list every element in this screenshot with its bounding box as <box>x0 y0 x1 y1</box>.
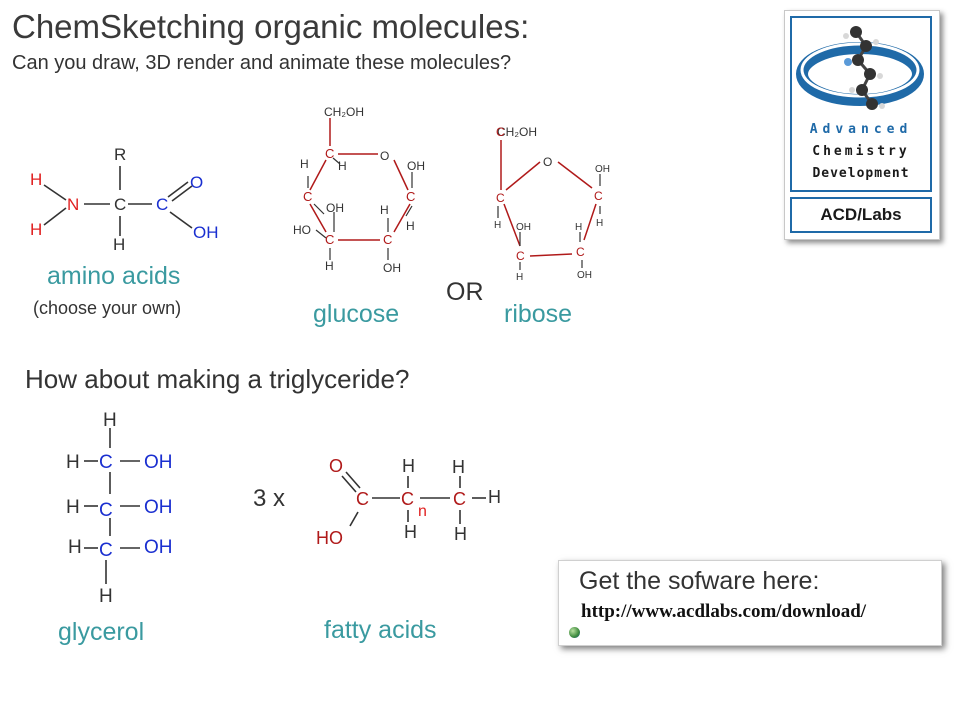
caption-choose-your-own: (choose your own) <box>33 298 182 318</box>
ribose-h3: H <box>575 222 582 233</box>
caption-glucose: glucose <box>313 300 400 328</box>
glucose-structure: CH₂OH O H H OH OH H H HO H OH C C C C C <box>293 105 425 275</box>
amino-acid-structure <box>43 166 193 236</box>
glycerol-oh2: OH <box>144 497 173 518</box>
globe-icon <box>569 627 580 638</box>
logo-acd-labs-text: ACD/Labs <box>820 205 902 224</box>
amino-oh: OH <box>193 223 219 242</box>
glycerol-h-bottom: H <box>99 586 113 607</box>
page-title: ChemSketching organic molecules: <box>12 8 530 45</box>
fatty-ho: HO <box>316 528 343 548</box>
fatty-h4: H <box>488 487 501 507</box>
ribose-ch2oh: CH₂OH <box>497 125 537 139</box>
logo-word-chemistry: Chemistry <box>812 144 910 159</box>
glucose-h5: H <box>325 259 334 273</box>
fatty-h2: H <box>404 522 417 542</box>
caption-three-times: 3 x <box>253 485 286 512</box>
glucose-oh1: OH <box>407 159 425 173</box>
fatty-acid-structure: O HO C H C n H H C H H <box>316 456 501 548</box>
glycerol-c1: C <box>99 452 113 473</box>
glycerol-oh3: OH <box>144 537 173 558</box>
logo-word-development: Development <box>812 166 910 181</box>
triglyceride-question: How about making a triglyceride? <box>25 364 410 394</box>
glucose-c4: C <box>325 232 334 247</box>
glycerol-h2: H <box>66 497 80 518</box>
glucose-h4: H <box>406 219 415 233</box>
glycerol-h-top: H <box>103 410 117 431</box>
ribose-oh3: OH <box>577 270 592 281</box>
ribose-c2: C <box>594 189 603 203</box>
amino-c1: C <box>114 195 126 214</box>
glucose-oh2: OH <box>326 201 344 215</box>
amino-c2: C <box>156 195 168 214</box>
ribose-c3: C <box>516 249 525 263</box>
download-title: Get the sofware here: <box>579 567 820 595</box>
acd-labs-logo[interactable]: Advanced Chemistry Development ACD/Labs <box>784 10 940 240</box>
molecule-ring-logo-icon <box>796 26 924 110</box>
glucose-h2: H <box>338 159 347 173</box>
glycerol-h3: H <box>68 537 82 558</box>
glucose-c2: C <box>303 189 312 204</box>
fatty-c2: C <box>401 489 414 509</box>
fatty-o: O <box>329 456 343 476</box>
ribose-h2: H <box>494 220 501 231</box>
ribose-h1: H <box>596 218 603 229</box>
ribose-o: O <box>543 155 552 169</box>
fatty-h1: H <box>402 456 415 476</box>
amino-o: O <box>190 173 203 192</box>
logo-top-panel: Advanced Chemistry Development <box>790 16 932 192</box>
caption-ribose: ribose <box>504 300 573 328</box>
glucose-oh3: OH <box>383 261 401 275</box>
amino-n: N <box>67 195 79 214</box>
caption-amino-acids: amino acids <box>47 262 181 290</box>
glucose-c5: C <box>383 232 392 247</box>
fatty-c3: C <box>453 489 466 509</box>
ribose-oh2: OH <box>516 222 531 233</box>
glycerol-structure: H H C OH H C OH H C OH H <box>66 410 173 607</box>
amino-h-bottom: H <box>113 235 125 254</box>
page-subtitle: Can you draw, 3D render and animate thes… <box>12 52 512 74</box>
download-link[interactable]: http://www.acdlabs.com/download/ <box>581 601 867 622</box>
download-card: Get the sofware here: http://www.acdlabs… <box>558 560 942 646</box>
glucose-o: O <box>380 149 389 163</box>
glucose-ch2oh: CH₂OH <box>324 105 364 119</box>
ribose-c1: C <box>496 191 505 205</box>
glucose-h3: H <box>380 203 389 217</box>
logo-bottom-panel: ACD/Labs <box>790 197 932 233</box>
fatty-n: n <box>418 503 427 520</box>
amino-h2: H <box>30 220 42 239</box>
glycerol-h1: H <box>66 452 80 473</box>
ribose-structure: CH₂OH O OH H H OH H H OH C C C C C <box>494 125 610 283</box>
glucose-h1: H <box>300 157 309 171</box>
caption-or: OR <box>446 278 484 306</box>
glucose-c1: C <box>325 146 334 161</box>
amino-r: R <box>114 145 126 164</box>
glycerol-oh1: OH <box>144 452 173 473</box>
ribose-oh1: OH <box>595 164 610 175</box>
fatty-h5: H <box>454 524 467 544</box>
fatty-c1: C <box>356 489 369 509</box>
amino-h1: H <box>30 170 42 189</box>
glucose-ho: HO <box>293 223 311 237</box>
glycerol-c3: C <box>99 540 113 561</box>
ribose-h4: H <box>516 272 523 283</box>
caption-glycerol: glycerol <box>58 618 145 646</box>
fatty-h3: H <box>452 457 465 477</box>
ribose-c4: C <box>576 245 585 259</box>
glycerol-c2: C <box>99 500 113 521</box>
ribose-c-top: C <box>496 125 505 139</box>
glucose-c3: C <box>406 189 415 204</box>
caption-fatty-acids: fatty acids <box>324 616 437 644</box>
logo-word-advanced: Advanced <box>809 122 913 137</box>
